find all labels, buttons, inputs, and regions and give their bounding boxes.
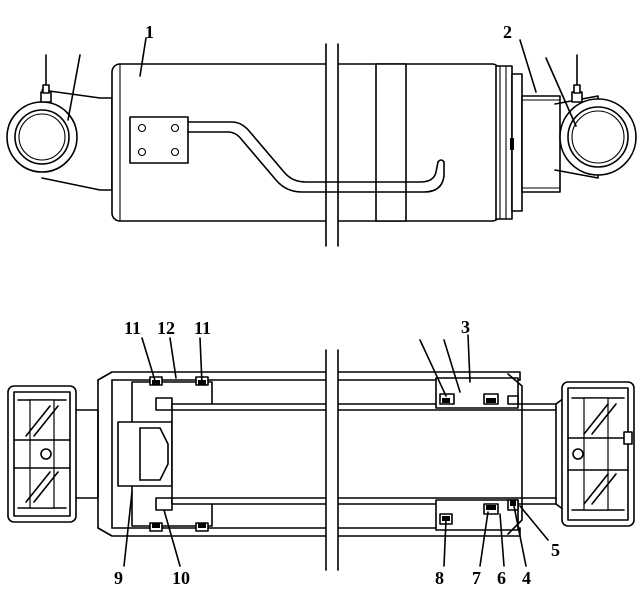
piston-rod [171,403,557,505]
right-bearing-eye [555,381,635,527]
label-part-5: 5 [551,540,560,560]
section-view [7,334,635,571]
label-part-11-left: 11 [124,318,141,338]
label-part-12: 12 [157,318,175,338]
label-part-7: 7 [472,568,481,588]
label-part-3: 3 [461,317,470,337]
right-clevis-eye [554,54,637,179]
label-part-1: 1 [145,22,154,42]
gland-head [435,373,523,535]
cylinder-tube [111,40,501,250]
label-part-2: 2 [503,22,512,42]
top-leaders [67,37,577,127]
left-clevis-eye [6,54,113,191]
section-leaders [123,334,549,567]
cylinder-head [495,65,561,220]
external-view [6,37,637,250]
label-part-11-right: 11 [194,318,211,338]
label-part-6: 6 [497,568,506,588]
label-part-4: 4 [522,568,531,588]
part-labels: 1 2 11 12 11 3 9 10 8 7 6 4 5 [114,22,560,588]
section-break [325,349,339,571]
label-part-9: 9 [114,568,123,588]
label-part-8: 8 [435,568,444,588]
label-part-10: 10 [172,568,190,588]
left-bearing-eye [7,385,99,523]
